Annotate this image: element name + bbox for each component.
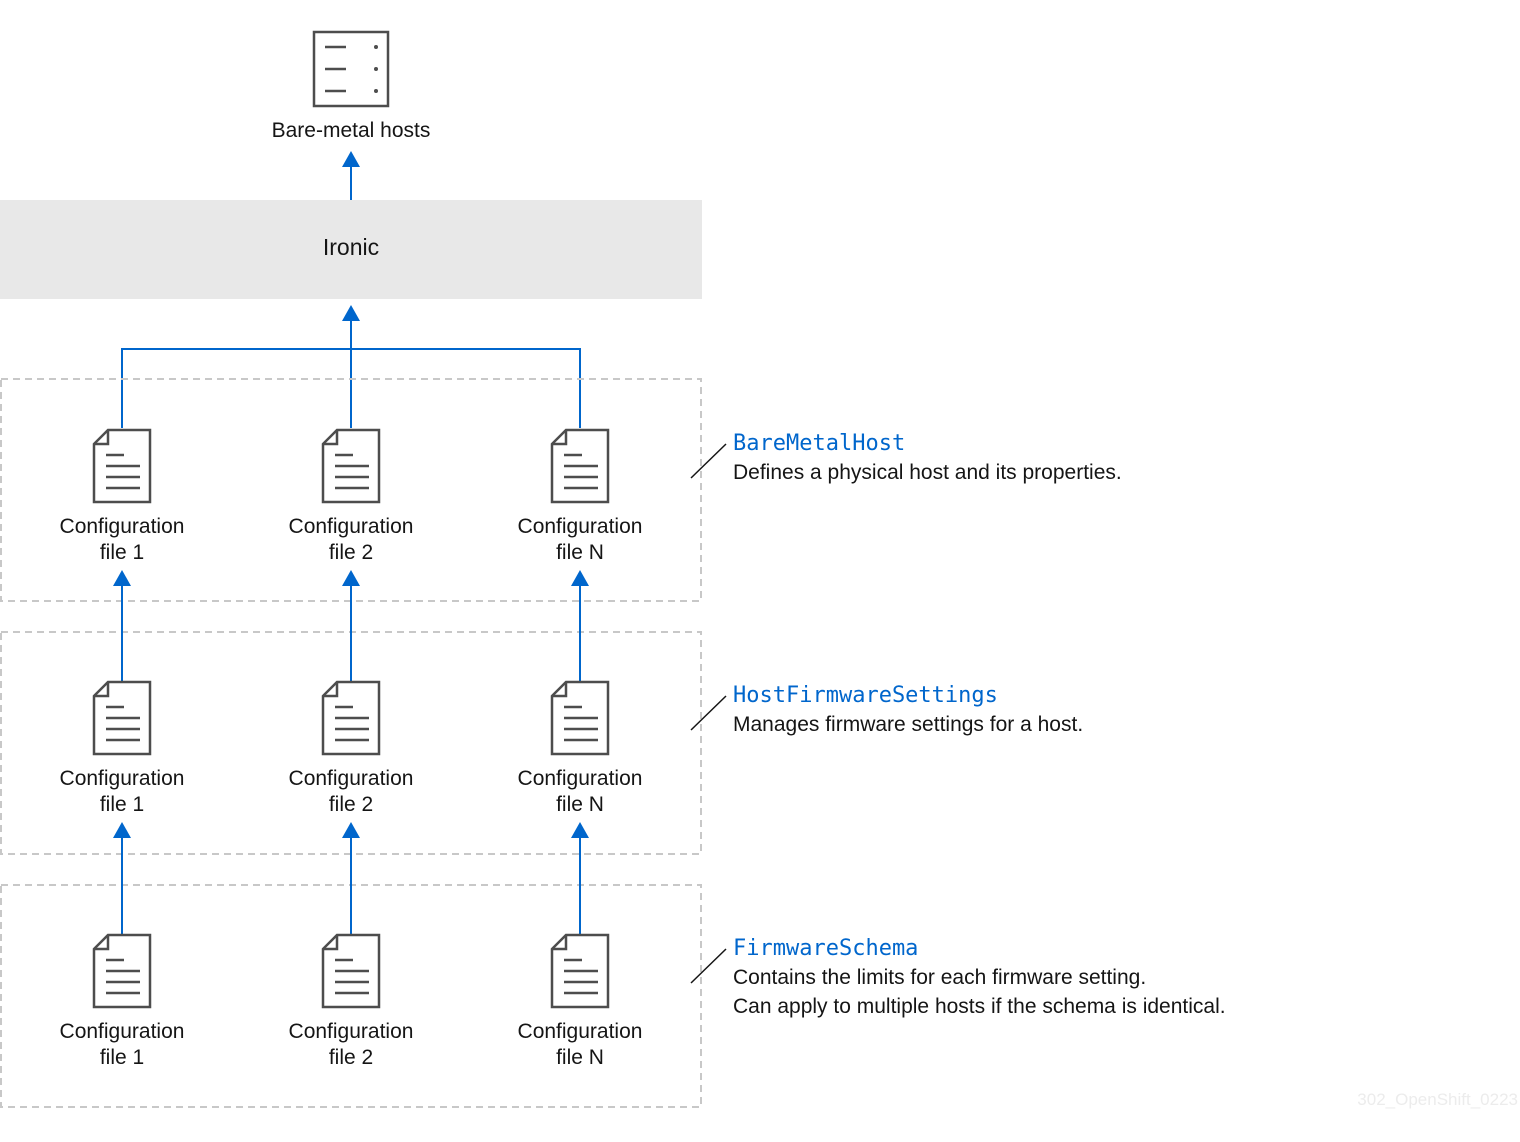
file-label-line1: Configuration (59, 767, 185, 790)
file-label-line1: Configuration (59, 1020, 185, 1043)
annotation-title: HostFirmwareSettings (733, 683, 998, 708)
file-label-line2: file 2 (328, 541, 374, 564)
layer-arrows (113, 570, 589, 934)
file-label: Configuration file N (480, 766, 680, 818)
document-icon (550, 428, 610, 504)
merge-connector (121, 305, 581, 428)
file-label: Configuration file 2 (251, 514, 451, 566)
file-label-line1: Configuration (288, 767, 414, 790)
file-label-line2: file 1 (99, 1046, 145, 1069)
file-label-line1: Configuration (517, 767, 643, 790)
file-label-line1: Configuration (288, 515, 414, 538)
file-label-line2: file N (556, 541, 604, 564)
server-icon (312, 30, 390, 108)
file-label: Configuration file 1 (22, 1019, 222, 1071)
file-label: Configuration file N (480, 514, 680, 566)
file-label-line1: Configuration (288, 1020, 414, 1043)
hosts-label: Bare-metal hosts (271, 119, 431, 142)
ironic-label: Ironic (322, 234, 380, 260)
document-icon (321, 680, 381, 756)
annotation-leader (690, 443, 727, 479)
document-icon (92, 680, 152, 756)
ironic-bar (0, 200, 702, 299)
annotation-title: BareMetalHost (733, 431, 906, 456)
document-icon (92, 428, 152, 504)
annotation-firmwareschema: FirmwareSchema Contains the limits for e… (733, 935, 1226, 1021)
annotation-title: FirmwareSchema (733, 936, 919, 961)
file-label-line2: file 2 (328, 793, 374, 816)
document-icon (92, 933, 152, 1009)
file-label-line2: file 2 (328, 1046, 374, 1069)
annotation-description: Manages firmware settings for a host. (733, 713, 1084, 736)
file-label: Configuration file 1 (22, 766, 222, 818)
file-label-line2: file 1 (99, 541, 145, 564)
document-icon (550, 933, 610, 1009)
file-label-line1: Configuration (59, 515, 185, 538)
file-label: Configuration file 2 (251, 1019, 451, 1071)
file-label-line1: Configuration (517, 515, 643, 538)
annotation-description: Defines a physical host and its properti… (733, 461, 1122, 484)
watermark: 302_OpenShift_0223 (1357, 1090, 1518, 1109)
file-label: Configuration file 2 (251, 766, 451, 818)
annotation-description: Contains the limits for each firmware se… (733, 966, 1147, 989)
file-label-line2: file N (556, 793, 604, 816)
file-label-line2: file N (556, 1046, 604, 1069)
file-label: Configuration file N (480, 1019, 680, 1071)
document-icon (321, 428, 381, 504)
annotation-hostfirmwaresettings: HostFirmwareSettings Manages firmware se… (733, 682, 1083, 739)
annotation-baremetalhost: BareMetalHost Defines a physical host an… (733, 430, 1122, 487)
document-icon (321, 933, 381, 1009)
document-icon (550, 680, 610, 756)
file-label: Configuration file 1 (22, 514, 222, 566)
annotation-leader (690, 948, 727, 984)
file-label-line1: Configuration (517, 1020, 643, 1043)
arrow-ironic-to-hosts (342, 151, 360, 200)
annotation-leader (690, 695, 727, 731)
file-label-line2: file 1 (99, 793, 145, 816)
annotation-description: Can apply to multiple hosts if the schem… (733, 995, 1226, 1018)
